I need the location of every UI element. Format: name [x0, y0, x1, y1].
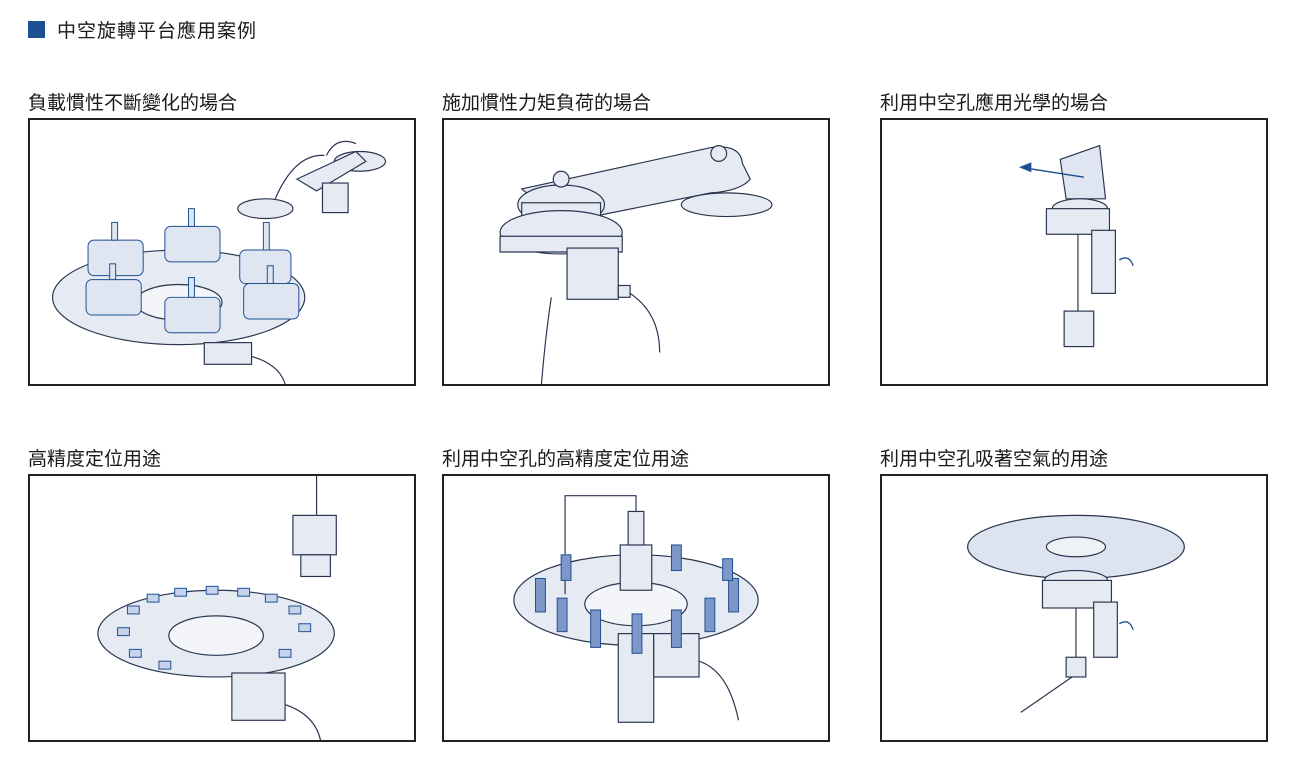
example-caption: 利用中空孔的高精度定位用途 [442, 448, 690, 470]
example-caption: 負載慣性不斷變化的場合 [28, 92, 238, 114]
illustration-frame [880, 118, 1268, 386]
example-caption: 利用中空孔應用光學的場合 [880, 92, 1109, 114]
section-header: 中空旋轉平台應用案例 [28, 16, 257, 42]
precision-positioning-illustration [97, 476, 337, 740]
section-title: 中空旋轉平台應用案例 [57, 19, 258, 42]
example-panel-variable-inertia: 負載慣性不斷變化的場合 [28, 88, 420, 390]
example-caption: 利用中空孔吸著空氣的用途 [880, 448, 1109, 470]
illustration-frame [28, 118, 416, 386]
variable-inertia-illustration [51, 140, 387, 384]
hollow-precision-illustration [513, 495, 759, 723]
example-panel-optics: 利用中空孔應用光學的場合 [880, 88, 1272, 390]
example-caption: 施加慣性力矩負荷的場合 [442, 92, 652, 114]
illustration-frame [442, 474, 830, 742]
illustration-frame [442, 118, 830, 386]
illustration-frame [880, 474, 1268, 742]
example-panel-air-suction: 利用中空孔吸著空氣的用途 [880, 444, 1272, 746]
optics-illustration [1018, 144, 1134, 348]
air-suction-illustration [967, 514, 1185, 713]
example-caption: 高精度定位用途 [28, 448, 162, 470]
illustration-frame [28, 474, 416, 742]
section-marker [28, 20, 45, 38]
example-panel-inertial-moment: 施加慣性力矩負荷的場合 [442, 88, 834, 390]
example-panel-hollow-precision: 利用中空孔的高精度定位用途 [442, 444, 834, 746]
example-panel-precision-positioning: 高精度定位用途 [28, 444, 420, 746]
rotation-arrow-icon [1118, 621, 1134, 630]
inertial-moment-illustration [499, 145, 773, 384]
